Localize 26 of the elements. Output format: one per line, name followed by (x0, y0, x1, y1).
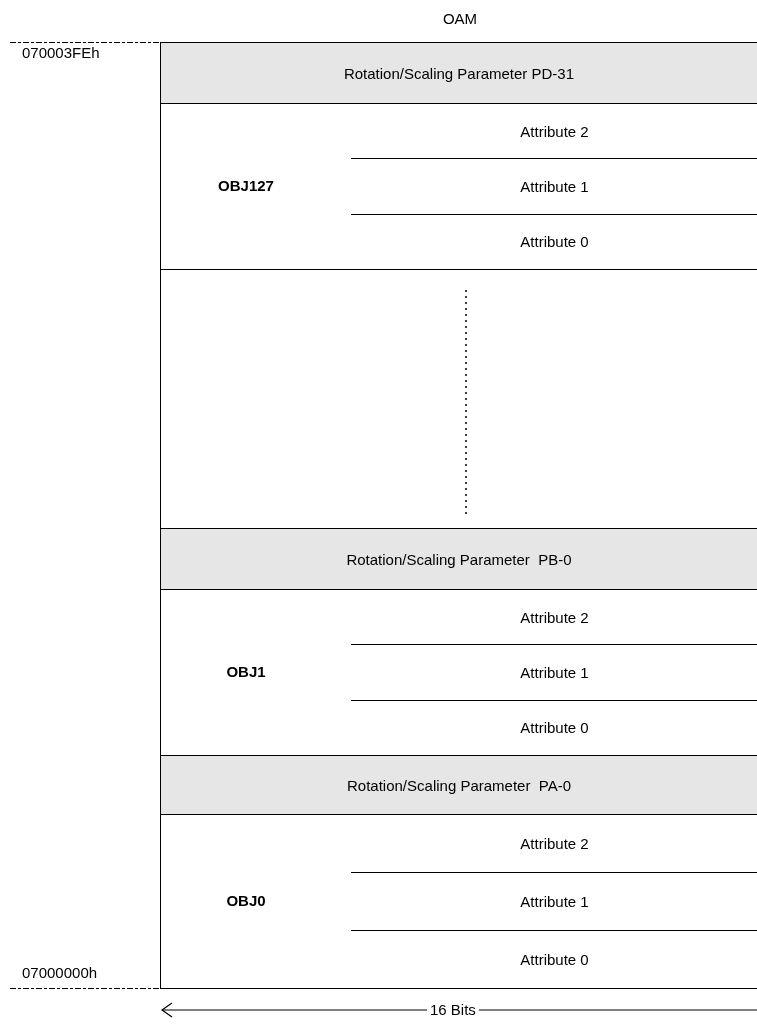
dimension-label: 16 Bits (427, 1001, 479, 1018)
attribute-label: Attribute 2 (520, 608, 589, 626)
parameter-row (160, 42, 757, 104)
object-block (160, 104, 757, 270)
object-label: OBJ1 (225, 663, 267, 680)
object-label: OBJ0 (225, 892, 267, 909)
attribute-label: Attribute 0 (520, 719, 589, 736)
address-label: 070003FEh (22, 44, 100, 61)
title: OAM (442, 10, 478, 27)
parameter-label: Rotation/Scaling Parameter PD-31 (343, 64, 575, 82)
attribute-label: Attribute 0 (520, 950, 589, 968)
attribute-label: Attribute 2 (520, 122, 589, 140)
attribute-label: Attribute 0 (520, 233, 589, 250)
object-block (160, 815, 757, 989)
parameter-label: Rotation/Scaling Parameter PB-0 (346, 550, 572, 568)
omitted-entries-block (160, 270, 757, 529)
attribute-label: Attribute 1 (520, 893, 589, 910)
object-label: OBJ127 (217, 177, 275, 194)
parameter-row (160, 529, 757, 590)
address-label: 07000000h (22, 964, 98, 981)
attribute-label: Attribute 1 (520, 664, 589, 681)
attribute-label: Attribute 1 (520, 178, 589, 195)
parameter-row (160, 756, 757, 815)
object-block (160, 590, 757, 756)
parameter-label: Rotation/Scaling Parameter PA-0 (347, 776, 571, 794)
attribute-label: Attribute 2 (520, 835, 589, 852)
